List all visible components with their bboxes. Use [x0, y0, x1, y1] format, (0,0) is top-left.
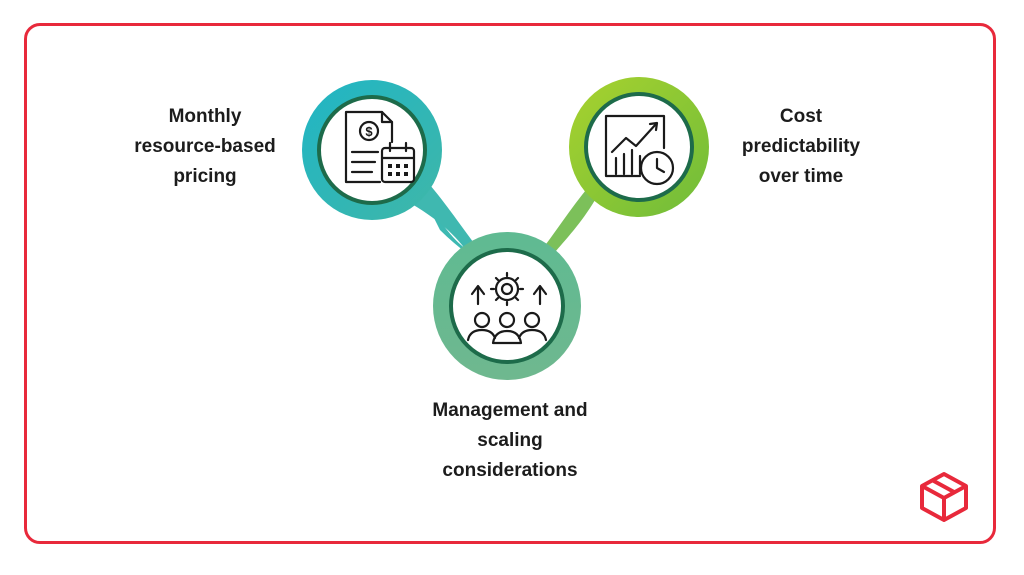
node-pricing: $: [302, 80, 442, 220]
predictability-label: Cost predictability over time: [741, 106, 861, 187]
slide-frame: [24, 23, 996, 544]
pricing-label: Monthly resource-based pricing: [134, 106, 276, 187]
connector-right-bridge: [525, 185, 595, 270]
team-scaling-icon: [466, 271, 548, 345]
cube-logo-icon: [920, 472, 968, 522]
chart-clock-icon: [604, 114, 675, 186]
node-scaling: [433, 232, 581, 380]
svg-text:$: $: [365, 124, 373, 139]
node-predictability: [569, 77, 709, 217]
invoice-calendar-icon: $: [344, 110, 416, 184]
scaling-label: Management and scaling considerations: [432, 400, 588, 481]
